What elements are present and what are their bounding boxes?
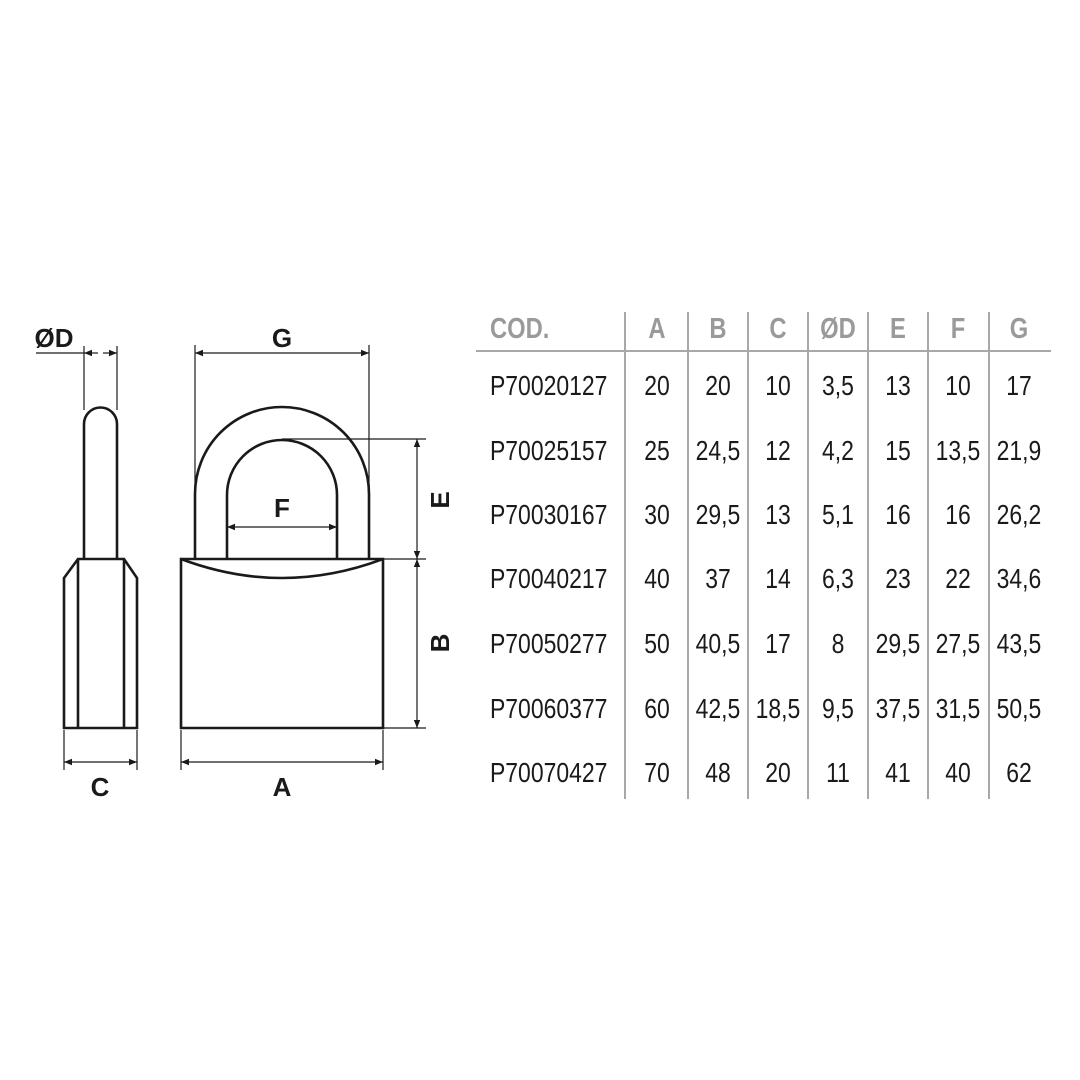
dim-label-c: C: [91, 772, 110, 802]
table-cell: 40: [644, 564, 670, 595]
table-cell: 17: [1006, 371, 1032, 402]
product-code: P70070427: [490, 758, 607, 789]
column-header: COD.: [490, 312, 549, 345]
table-cell: 29,5: [696, 500, 741, 531]
table-cell: 27,5: [936, 629, 981, 660]
column-header: B: [709, 312, 726, 345]
product-code: P70050277: [490, 629, 607, 660]
body-top-curve: [180, 557, 384, 580]
product-code: P70040217: [490, 564, 607, 595]
table-cell: 60: [644, 694, 670, 725]
dim-label-g: G: [272, 323, 292, 353]
side-view: ØD C: [35, 323, 139, 802]
table-cell: 10: [765, 371, 791, 402]
table-cell: 21,9: [997, 436, 1042, 467]
table-cell: 12: [765, 436, 791, 467]
table-cell: 31,5: [936, 694, 981, 725]
side-body: [62, 557, 139, 730]
shackle-outer: [193, 405, 371, 559]
dim-label-d: ØD: [35, 323, 74, 353]
table-cell: 40,5: [696, 629, 741, 660]
product-code: P70030167: [490, 500, 607, 531]
dim-label-a: A: [273, 772, 292, 802]
table-cell: 30: [644, 500, 670, 531]
product-code: P70060377: [490, 694, 607, 725]
table-cell: 50: [644, 629, 670, 660]
table-cell: 22: [945, 564, 971, 595]
table-cell: 9,5: [822, 694, 854, 725]
table-cell: 4,2: [822, 436, 854, 467]
column-header: C: [769, 312, 786, 345]
dim-label-b: B: [425, 634, 455, 653]
table-cell: 18,5: [756, 694, 801, 725]
table-cell: 29,5: [876, 629, 921, 660]
table-cell: 13: [765, 500, 791, 531]
table-cell: 8: [832, 629, 845, 660]
table-cell: 17: [765, 629, 791, 660]
table-cell: 23: [885, 564, 911, 595]
table-cell: 5,1: [822, 500, 854, 531]
table-cell: 3,5: [822, 371, 854, 402]
table-cell: 40: [945, 758, 971, 789]
table-cell: 34,6: [997, 564, 1042, 595]
table-cell: 10: [945, 371, 971, 402]
dim-label-f: F: [274, 493, 290, 523]
column-header: ØD: [820, 312, 856, 345]
table-cell: 13: [885, 371, 911, 402]
column-header: E: [890, 312, 906, 345]
table-cell: 24,5: [696, 436, 741, 467]
table-cell: 70: [644, 758, 670, 789]
product-code: P70025157: [490, 436, 607, 467]
shackle-inner: [225, 438, 339, 559]
table-cell: 13,5: [936, 436, 981, 467]
column-header: G: [1010, 312, 1028, 345]
table-cell: 11: [826, 758, 850, 789]
table-cell: 14: [765, 564, 791, 595]
table-cell: 42,5: [696, 694, 741, 725]
table-cell: 50,5: [997, 694, 1042, 725]
table-cell: 26,2: [997, 500, 1042, 531]
table-cell: 25: [644, 436, 670, 467]
table-cell: 62: [1006, 758, 1032, 789]
table-cell: 37,5: [876, 694, 921, 725]
table-cell: 20: [705, 371, 731, 402]
table-cell: 16: [885, 500, 911, 531]
table-cell: 41: [885, 758, 911, 789]
lock-body: [179, 557, 385, 730]
table-cell: 20: [765, 758, 791, 789]
product-code: P70020127: [490, 371, 607, 402]
side-shackle: [82, 406, 119, 559]
table-cell: 6,3: [822, 564, 854, 595]
table-cell: 16: [945, 500, 971, 531]
table-cell: 43,5: [997, 629, 1042, 660]
table-cell: 37: [705, 564, 731, 595]
table-cell: 48: [705, 758, 731, 789]
dim-label-e: E: [425, 491, 455, 508]
front-view: G F E B A: [179, 323, 455, 802]
table-cell: 20: [644, 371, 670, 402]
column-header: A: [648, 312, 665, 345]
table-cell: 15: [885, 436, 911, 467]
column-header: F: [951, 312, 966, 345]
